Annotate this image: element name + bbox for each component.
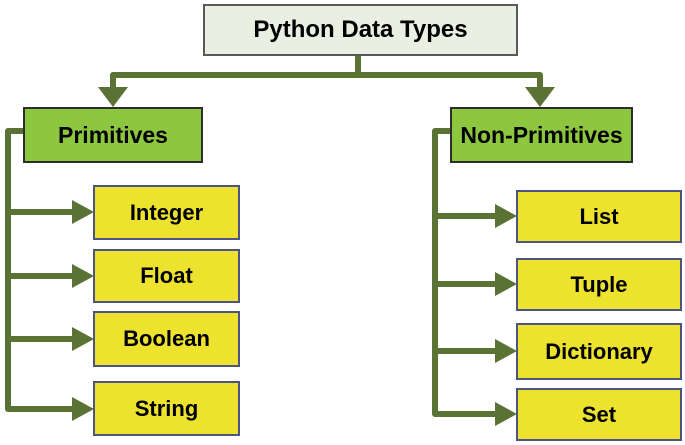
left-rail-line [5, 128, 74, 412]
arrow-right-set-icon [495, 402, 517, 426]
right-rail [432, 128, 517, 426]
arrow-right-list-icon [495, 204, 517, 228]
item-node-float: Float [93, 249, 240, 303]
item-node-dictionary: Dictionary [516, 323, 682, 380]
arrow-right-tuple-icon [495, 272, 517, 296]
arrow-down-nonprimitives-icon [525, 87, 555, 107]
category-node-primitives: Primitives [23, 107, 203, 163]
arrow-right-string-icon [72, 397, 94, 421]
item-node-boolean: Boolean [93, 311, 240, 367]
item-node-integer: Integer [93, 185, 240, 240]
left-rail [5, 128, 94, 421]
arrow-down-primitives-icon [98, 87, 128, 107]
right-rail-line [432, 128, 497, 417]
item-node-list: List [516, 190, 682, 243]
arrow-right-boolean-icon [72, 327, 94, 351]
top-connector [98, 54, 555, 107]
item-node-string: String [93, 381, 240, 436]
root-node-python-data-types: Python Data Types [203, 4, 518, 56]
top-horizontal-line [110, 72, 543, 90]
item-node-set: Set [516, 388, 682, 441]
arrow-right-float-icon [72, 264, 94, 288]
category-node-non-primitives: Non-Primitives [450, 107, 633, 163]
arrow-right-dictionary-icon [495, 339, 517, 363]
item-node-tuple: Tuple [516, 258, 682, 311]
arrow-right-integer-icon [72, 200, 94, 224]
